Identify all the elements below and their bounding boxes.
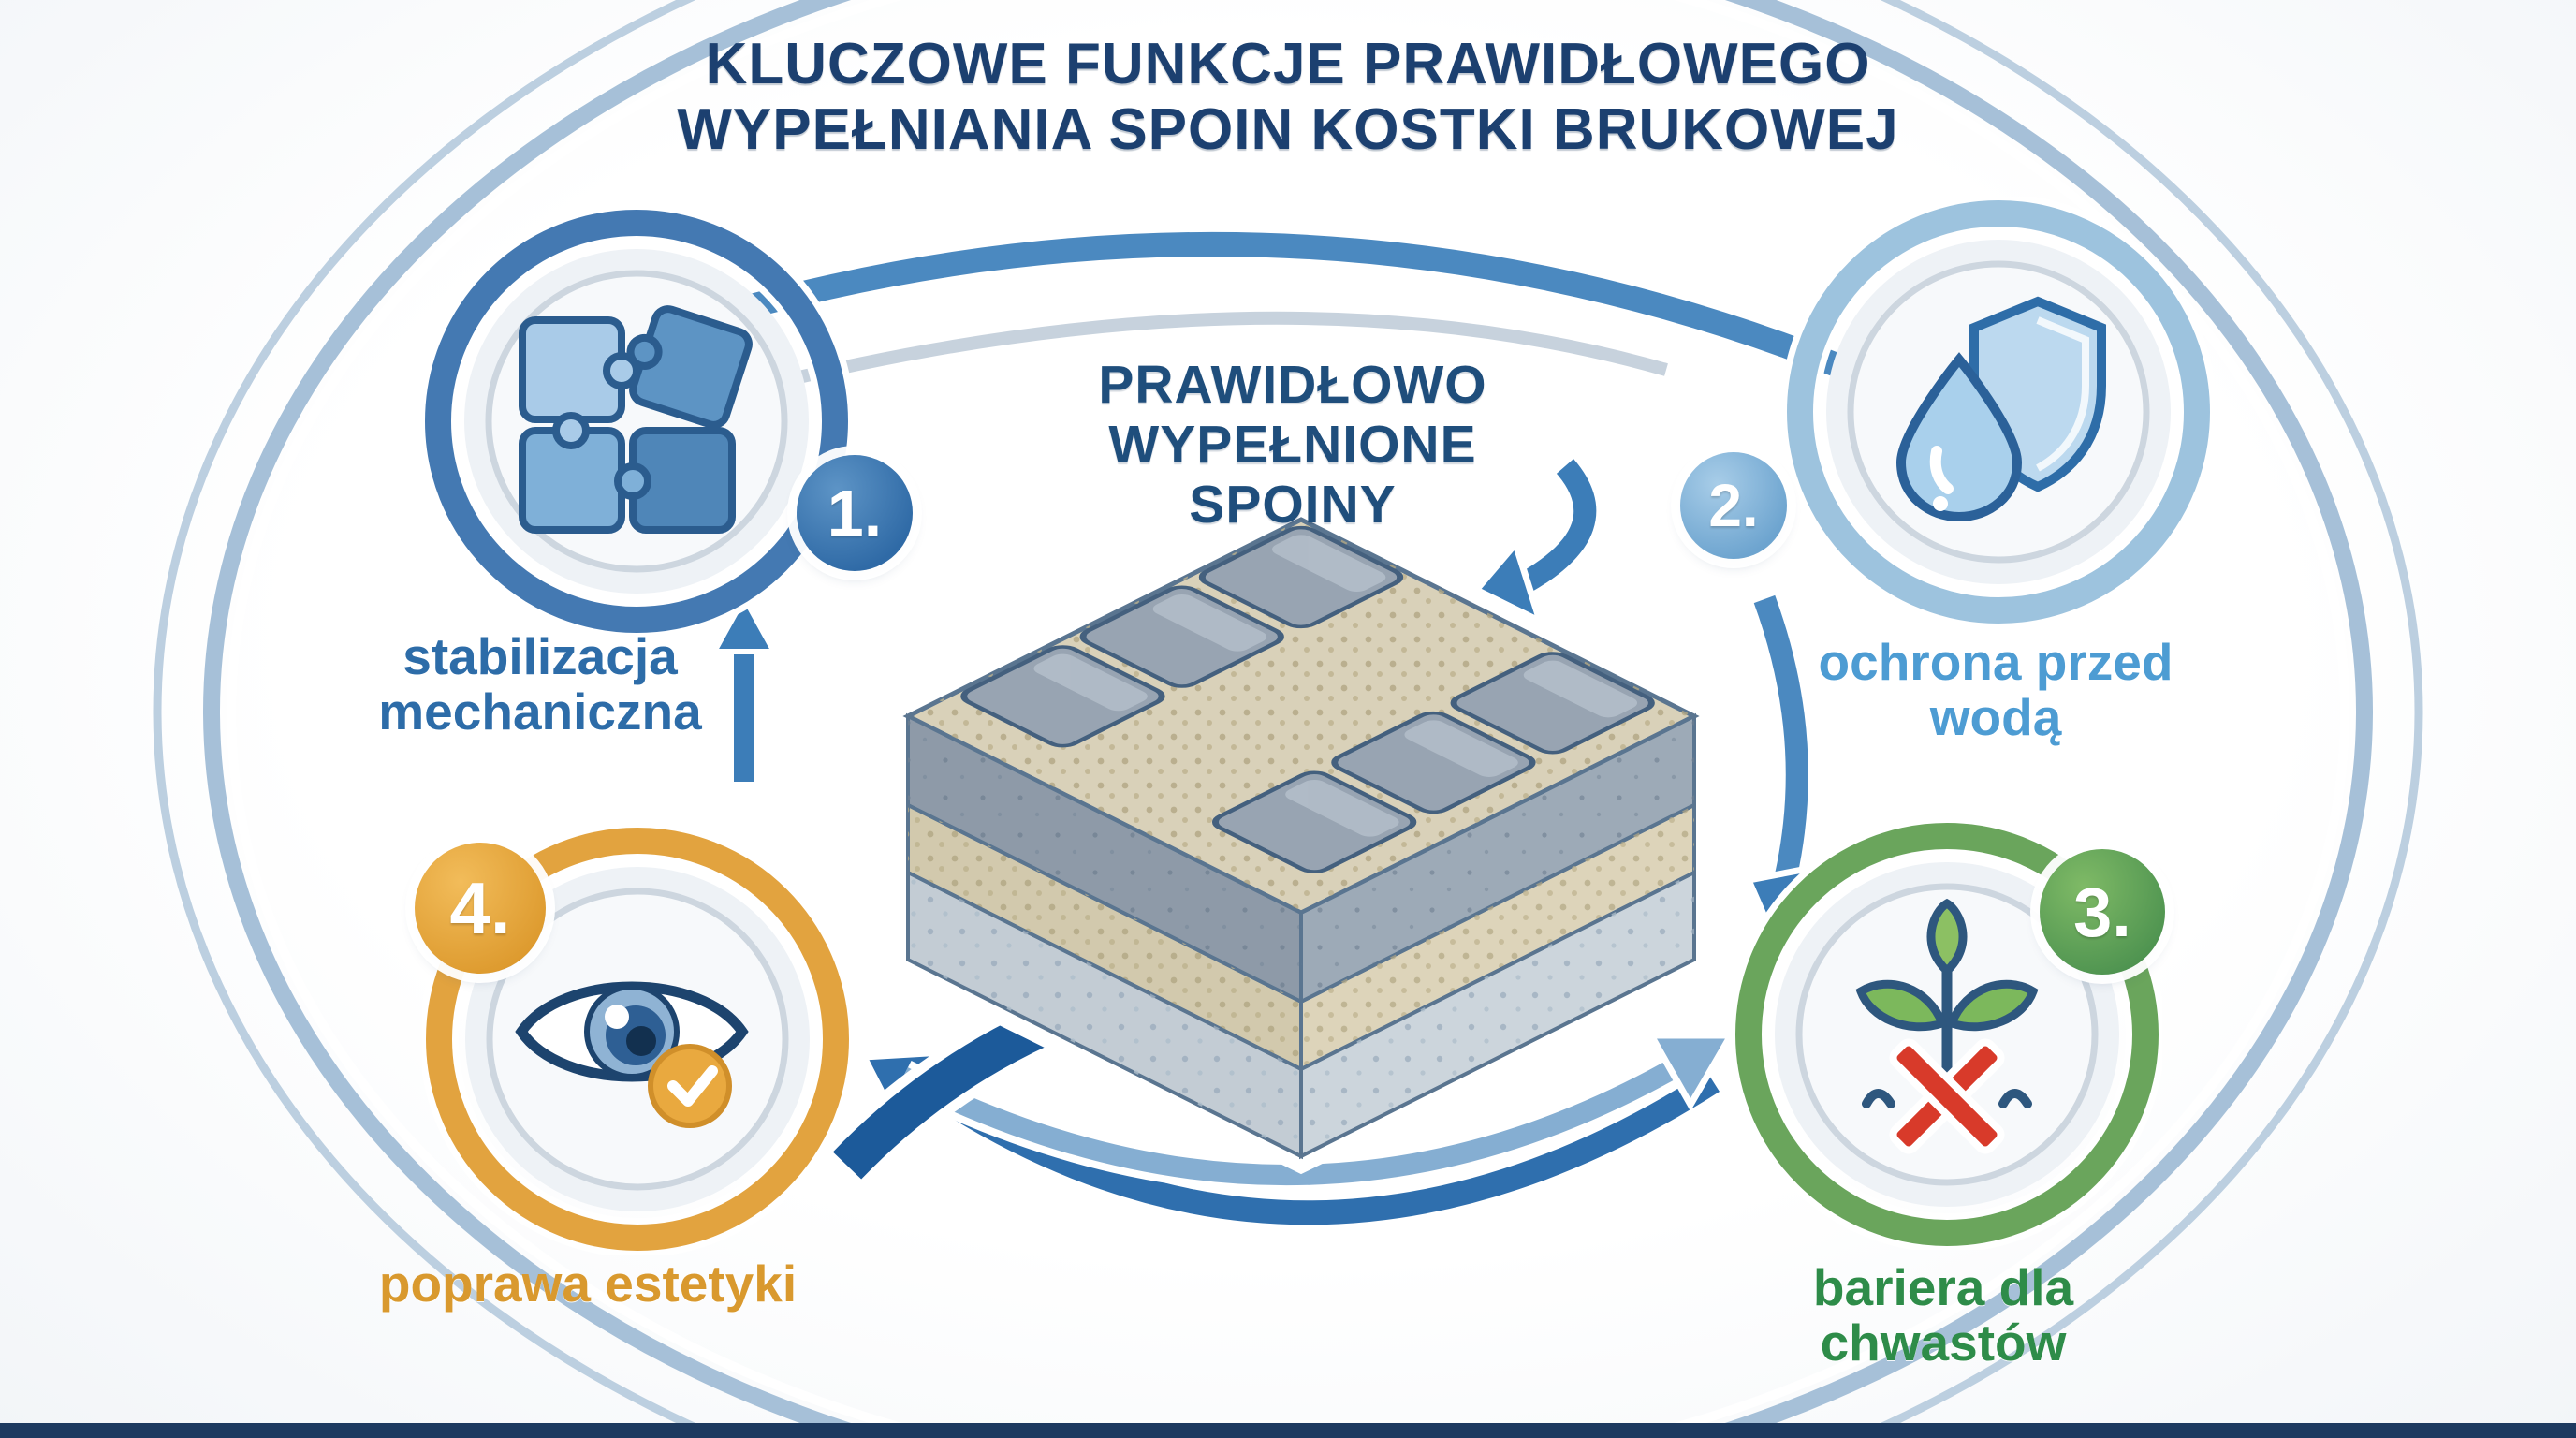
arrow-up-to-1 [709, 591, 780, 782]
function-2-number-badge: 2. [1680, 452, 1787, 559]
function-1-label: stabilizacja mechaniczna [378, 627, 702, 741]
function-3-number-badge: 3. [2040, 849, 2165, 975]
plant-weed-block-icon [1855, 898, 2039, 1154]
bottom-edge-bar [0, 1423, 2576, 1438]
function-4-circle [419, 821, 856, 1257]
outer-ellipse-frame [153, 0, 2423, 1438]
page-title-line1: KLUCZOWE FUNKCJE PRAWIDŁOWEGO [705, 32, 1871, 96]
paving-block-illustration [887, 499, 1715, 1175]
function-1-number-badge: 1. [797, 455, 913, 571]
function-4-label: poprawa estetyki [378, 1255, 798, 1313]
page-title: KLUCZOWE FUNKCJE PRAWIDŁOWEGO WYPEŁNIANI… [0, 32, 2576, 163]
puzzle-icon [519, 305, 753, 534]
function-3-ring [1729, 816, 2165, 1253]
function-1-circle [418, 203, 855, 639]
center-label-line2: WYPEŁNIONE SPOINY [1108, 414, 1477, 535]
function-1-ring [418, 203, 855, 639]
eye-check-icon [515, 981, 749, 1128]
function-2-circle [1780, 194, 2217, 630]
function-4-ring [419, 821, 856, 1257]
function-4-number-badge: 4. [415, 843, 546, 974]
function-2-ring [1780, 194, 2217, 630]
center-label: PRAWIDŁOWO WYPEŁNIONE SPOINY [1007, 355, 1578, 535]
center-label-line1: PRAWIDŁOWO [1098, 355, 1487, 415]
function-3-circle [1729, 816, 2165, 1253]
arrow-bottom-to-3 [895, 1032, 1737, 1193]
function-3-label: bariera dla chwastów [1812, 1258, 2074, 1372]
function-2-label: ochrona przed wodą [1818, 633, 2174, 746]
droplet-shield-icon [1895, 296, 2106, 522]
page-title-line2: WYPEŁNIANIA SPOIN KOSTKI BRUKOWEJ [677, 97, 1899, 163]
